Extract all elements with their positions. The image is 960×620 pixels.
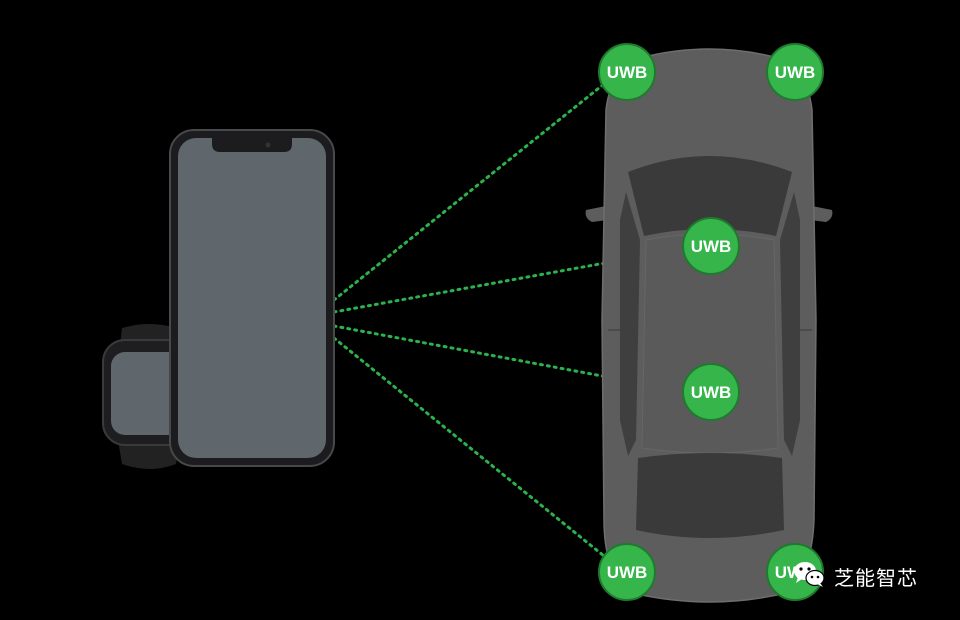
car-side-window-left xyxy=(620,192,640,456)
car-mirror-right xyxy=(810,206,833,222)
watch-band-bottom xyxy=(118,440,180,469)
uwb-badge-label: UWB xyxy=(691,383,732,402)
uwb-badge-center-upper: UWB xyxy=(682,217,740,275)
smartphone xyxy=(169,129,335,467)
link-line-front-left xyxy=(332,82,606,302)
watermark: 芝能智芯 xyxy=(792,558,918,594)
uwb-badge-label: UWB xyxy=(607,563,648,582)
uwb-badge-label: UWB xyxy=(691,237,732,256)
phone-screen xyxy=(178,138,326,458)
watermark-text: 芝能智芯 xyxy=(834,565,918,590)
car-top-view xyxy=(585,48,833,603)
car-mirror-left xyxy=(585,206,608,222)
car-rear-window xyxy=(636,453,784,538)
wechat-icon xyxy=(792,559,826,594)
link-line-rear-left xyxy=(332,336,606,558)
car-windshield xyxy=(628,156,792,236)
phone-notch xyxy=(212,138,292,152)
uwb-badge-front-left: UWB xyxy=(598,43,656,101)
uwb-badge-label: UWB xyxy=(607,63,648,82)
uwb-badge-center-lower: UWB xyxy=(682,363,740,421)
uwb-badge-rear-left: UWB xyxy=(598,543,656,601)
uwb-badge-front-right: UWB xyxy=(766,43,824,101)
smartwatch xyxy=(102,324,194,469)
uwb-badge-label: UWB xyxy=(775,63,816,82)
watch-screen xyxy=(111,352,182,435)
uwb-badges: UWB UWB UWB UWB UWB UWB xyxy=(598,43,824,601)
phone-camera xyxy=(265,142,271,148)
car-side-window-right xyxy=(780,192,800,456)
